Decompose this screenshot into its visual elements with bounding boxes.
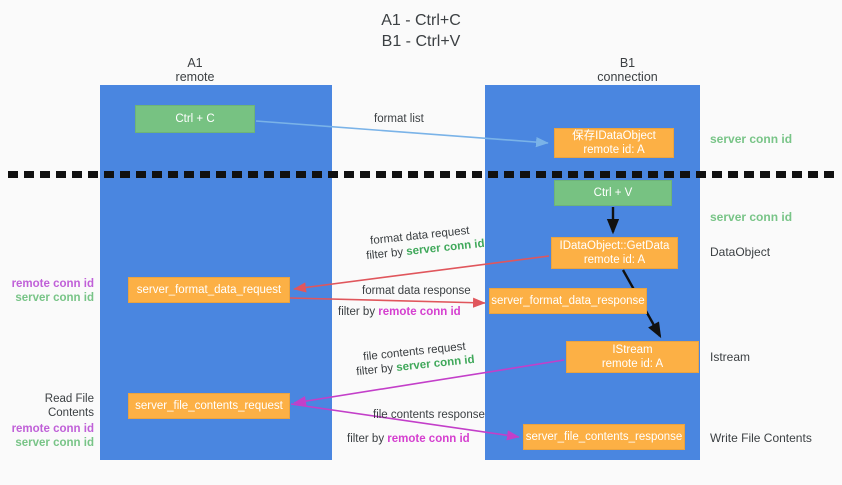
title-line-2: B1 - Ctrl+V bbox=[381, 33, 461, 50]
note-server-conn-id-second: server conn id bbox=[710, 210, 793, 224]
filter-value-remote-conn-id: remote conn id bbox=[387, 433, 470, 445]
node-save-idataobject-label: 保存IDataObject bbox=[572, 130, 656, 142]
edge-label-format-list-text: format list bbox=[374, 113, 424, 125]
node-ctrl-v-label: Ctrl + V bbox=[593, 187, 633, 199]
edge-label-format-data-response: format data response bbox=[362, 284, 471, 299]
node-istream[interactable]: IStream remote id: A bbox=[566, 341, 699, 373]
node-server-file-contents-request[interactable]: server_file_contents_request bbox=[128, 393, 290, 419]
phase-separator-dashed-line bbox=[8, 171, 834, 178]
node-server-file-contents-request-label: server_file_contents_request bbox=[135, 400, 283, 412]
column-header-b1: B1 connection bbox=[530, 56, 725, 84]
note-read-file-contents-group: Read File Contents remote conn id server… bbox=[2, 392, 94, 450]
node-istream-remote-id: remote id: A bbox=[601, 358, 664, 370]
filter-value-remote-conn-id: remote conn id bbox=[378, 306, 461, 318]
node-idataobject-getdata[interactable]: IDataObject::GetData remote id: A bbox=[551, 237, 678, 269]
note-server-conn-id-top: server conn id bbox=[710, 132, 793, 146]
node-server-file-contents-response-label: server_file_contents_response bbox=[525, 431, 683, 443]
node-server-file-contents-response[interactable]: server_file_contents_response bbox=[523, 424, 685, 450]
column-header-b1-sub: connection bbox=[597, 70, 658, 84]
note-conn-ids-format-data: remote conn id server conn id bbox=[2, 277, 94, 305]
edge-label-format-data-response-text: format data response bbox=[362, 285, 471, 297]
filter-prefix: filter by bbox=[347, 433, 388, 445]
column-header-b1-name: B1 bbox=[619, 56, 636, 70]
filter-prefix: filter by bbox=[338, 306, 379, 318]
note-remote-conn-id: remote conn id bbox=[11, 278, 94, 290]
note-remote-conn-id: remote conn id bbox=[11, 423, 94, 435]
title-line-1: A1 - Ctrl+C bbox=[381, 12, 461, 29]
edge-label-file-contents-response-filter: filter by remote conn id bbox=[347, 432, 470, 447]
edge-label-format-data-response-filter: filter by remote conn id bbox=[338, 305, 461, 320]
node-server-format-data-response[interactable]: server_format_data_response bbox=[489, 288, 647, 314]
node-ctrl-v[interactable]: Ctrl + V bbox=[554, 180, 672, 206]
node-server-format-data-response-label: server_format_data_response bbox=[491, 295, 645, 307]
note-dataobject: DataObject bbox=[710, 245, 771, 259]
node-idataobject-getdata-label: IDataObject::GetData bbox=[559, 240, 670, 252]
edge-label-format-list: format list bbox=[374, 112, 424, 127]
diagram-title: A1 - Ctrl+C B1 - Ctrl+V bbox=[0, 10, 842, 52]
column-header-a1-sub: remote bbox=[175, 70, 215, 84]
node-idataobject-getdata-remote-id: remote id: A bbox=[583, 254, 646, 266]
column-header-a1-name: A1 bbox=[187, 56, 203, 70]
note-server-conn-id: server conn id bbox=[15, 292, 94, 304]
note-read-file-contents: Read File Contents bbox=[44, 393, 94, 419]
node-save-idataobject-remote-id: remote id: A bbox=[583, 144, 645, 156]
node-ctrl-c[interactable]: Ctrl + C bbox=[135, 105, 255, 133]
column-header-a1: A1 remote bbox=[120, 56, 270, 84]
filter-prefix: filter by bbox=[355, 362, 397, 379]
filter-prefix: filter by bbox=[365, 246, 407, 263]
edge-label-file-contents-response-text: file contents response bbox=[373, 409, 485, 421]
node-server-format-data-request[interactable]: server_format_data_request bbox=[128, 277, 290, 303]
note-istream: Istream bbox=[710, 350, 751, 364]
node-server-format-data-request-label: server_format_data_request bbox=[136, 284, 282, 296]
note-server-conn-id: server conn id bbox=[15, 437, 94, 449]
node-save-idataobject[interactable]: 保存IDataObject remote id: A bbox=[554, 128, 674, 158]
node-istream-label: IStream bbox=[612, 344, 653, 356]
edge-label-file-contents-response: file contents response bbox=[373, 408, 485, 423]
node-ctrl-c-label: Ctrl + C bbox=[175, 113, 215, 125]
note-write-file-contents: Write File Contents bbox=[710, 431, 812, 445]
